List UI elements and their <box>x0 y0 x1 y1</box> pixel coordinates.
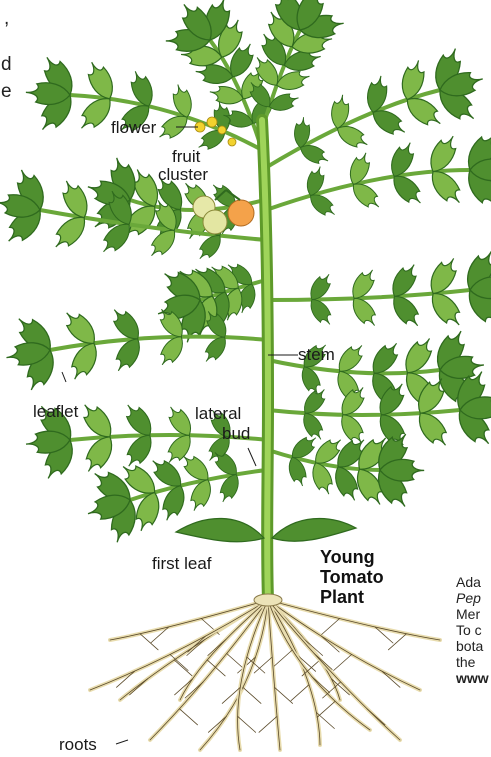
label-roots: roots <box>59 735 97 754</box>
label-stem: stem <box>298 345 335 364</box>
credit-line: www <box>456 670 489 686</box>
rootlet <box>291 685 309 701</box>
rootlet <box>130 679 148 695</box>
label-bud: bud <box>222 424 250 443</box>
tomato-fruit <box>228 200 254 226</box>
label-cluster: cluster <box>158 165 208 184</box>
lateral-bud-leader <box>248 448 256 466</box>
label-fruit: fruit <box>172 147 200 166</box>
credit-text: Ada Pep Mer To c bota the www <box>456 574 489 686</box>
stem-base <box>254 594 282 606</box>
credit-line: Ada <box>456 574 489 590</box>
rootlet <box>238 716 256 732</box>
tomato-fruit <box>203 210 227 234</box>
title-line: Plant <box>320 587 384 607</box>
title-line: Young <box>320 547 384 567</box>
label-leaflet: leaflet <box>33 402 78 421</box>
label-flower: flower <box>111 118 156 137</box>
leaflet-leader <box>62 372 66 382</box>
leaf-branch <box>268 410 460 415</box>
credit-line: To c <box>456 622 489 638</box>
roots-leader <box>116 740 128 744</box>
label-first-leaf: first leaf <box>152 554 212 573</box>
rootlet <box>180 709 198 725</box>
rootlet <box>274 650 292 666</box>
rootlet <box>208 640 226 656</box>
edge-text-e: e <box>1 81 12 103</box>
rootlet <box>322 619 340 635</box>
edge-text-d: d <box>1 54 12 76</box>
credit-line: Mer <box>456 606 489 622</box>
rootlet <box>259 716 277 732</box>
leaf-clusters <box>0 0 491 545</box>
rootlet <box>367 709 385 725</box>
label-lateral: lateral <box>195 404 241 423</box>
flower <box>228 138 236 146</box>
credit-line: the <box>456 654 489 670</box>
rootlet <box>317 701 335 717</box>
edge-text-comma: , <box>4 8 9 30</box>
flower <box>207 117 217 127</box>
rootlet <box>312 677 330 693</box>
credit-line: bota <box>456 638 489 654</box>
rootlet <box>254 657 272 673</box>
credit-line: Pep <box>456 590 489 606</box>
title-line: Tomato <box>320 567 384 587</box>
roots-system <box>90 600 440 750</box>
flower <box>218 126 226 134</box>
rootlet <box>140 634 158 650</box>
rootlet <box>174 660 192 676</box>
rootlet <box>227 654 245 670</box>
rootlet <box>243 687 261 703</box>
first-leaf-right <box>272 519 356 542</box>
diagram-title: Young Tomato Plant <box>320 547 384 607</box>
rootlet <box>334 655 352 671</box>
first-leaf-left <box>176 518 264 541</box>
